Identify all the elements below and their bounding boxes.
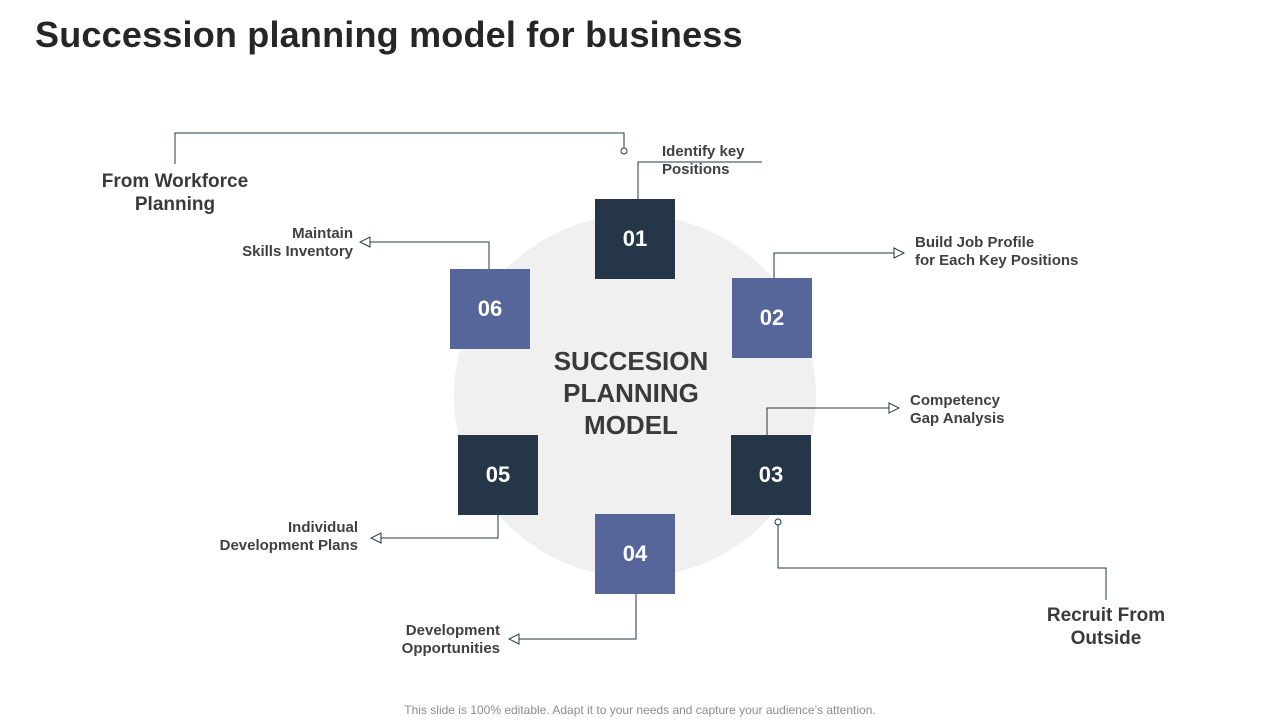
connector-05 (371, 515, 499, 538)
connector-02 (773, 253, 904, 278)
step-01-box: 01 (595, 199, 675, 279)
step-05-label: Individual Development Plans (219, 519, 358, 554)
step-03-box: 03 (731, 435, 811, 515)
connector-outside (777, 525, 1107, 600)
step-02-label: Build Job Profile for Each Key Positions (915, 234, 1079, 269)
step-02-box: 02 (732, 278, 812, 358)
input-workforce-label: From Workforce Planning (101, 171, 249, 215)
step-04-box: 04 (595, 514, 675, 594)
step-01-label: Identify key Positions (662, 143, 745, 178)
step-06-box: 06 (450, 269, 530, 349)
step-04-label: Development Opportunities (401, 622, 500, 657)
connector-01 (637, 161, 762, 199)
connector-workforce (174, 132, 625, 164)
connector-dot-workforce (620, 147, 628, 155)
center-label: SUCCESION PLANNING MODEL (553, 346, 709, 440)
step-03-label: Competency Gap Analysis (910, 392, 1005, 427)
connector-03 (766, 408, 899, 435)
connector-06 (360, 242, 490, 269)
step-05-box: 05 (458, 435, 538, 515)
connector-dot-outside (774, 518, 782, 526)
footer-note: This slide is 100% editable. Adapt it to… (404, 703, 876, 717)
page-title: Succession planning model for business (35, 14, 743, 55)
input-outside-label: Recruit From Outside (1046, 605, 1166, 649)
step-06-label: Maintain Skills Inventory (242, 225, 353, 260)
connector-04 (509, 594, 637, 639)
